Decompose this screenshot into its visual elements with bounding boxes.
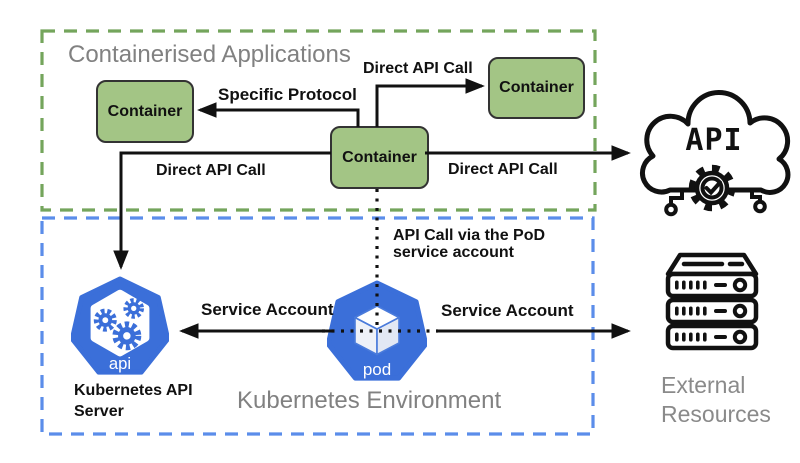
- container-box-top-right: Container: [488, 57, 585, 119]
- container-box-center: Container: [330, 126, 429, 189]
- containerised-apps-title: Containerised Applications: [68, 41, 351, 68]
- service-account-left-label: Service Account: [201, 300, 334, 319]
- container-label: Container: [107, 102, 183, 120]
- server-unit: [665, 323, 759, 351]
- pod-icon-text: pod: [363, 360, 391, 379]
- server-stack-icon: [665, 252, 759, 351]
- kubernetes-api-server-label: Kubernetes API Server: [74, 380, 193, 422]
- specific-protocol-label: Specific Protocol: [218, 85, 357, 104]
- direct-api-call-top-arrow: [375, 78, 485, 127]
- pod-api-call-label-line1: API Call via the PoD: [393, 227, 546, 244]
- api-cloud-text: API: [685, 123, 742, 158]
- pod-api-call-label-line2: service account: [393, 244, 514, 261]
- server-unit-leds: [675, 280, 727, 342]
- container-label: Container: [499, 79, 574, 96]
- external-resources-label-line2: Resources: [661, 401, 771, 427]
- cube-icon: [354, 305, 400, 356]
- direct-api-call-left-label: Direct API Call: [156, 162, 266, 179]
- specific-protocol-arrow: [197, 102, 360, 127]
- server-unit: [665, 297, 759, 325]
- pod-icon: pod: [327, 280, 427, 381]
- kubernetes-api-server-label-line1: Kubernetes API: [74, 382, 193, 399]
- external-resources-label: External Resources: [661, 371, 771, 429]
- service-account-right-label: Service Account: [441, 301, 574, 320]
- circuit-legs-icon: [664, 190, 767, 217]
- cloud-outline: [640, 90, 791, 195]
- kubernetes-api-server-icon: api: [71, 276, 169, 375]
- kubernetes-environment-title: Kubernetes Environment: [237, 387, 502, 414]
- server-unit-knobs: [732, 277, 748, 345]
- direct-api-call-top-label: Direct API Call: [363, 60, 473, 77]
- container-label: Container: [342, 148, 417, 166]
- external-resources-label-line1: External: [661, 372, 746, 398]
- pod-api-call-label: API Call via the PoD service account: [393, 227, 545, 261]
- container-box-left: Container: [96, 80, 194, 143]
- direct-api-call-right-label: Direct API Call: [448, 161, 558, 178]
- gear-check-icon: [688, 164, 736, 212]
- api-cloud-icon: API: [640, 90, 791, 217]
- server-unit: [665, 271, 759, 299]
- api-icon-text: api: [109, 354, 131, 373]
- kubernetes-api-server-label-line2: Server: [74, 403, 124, 420]
